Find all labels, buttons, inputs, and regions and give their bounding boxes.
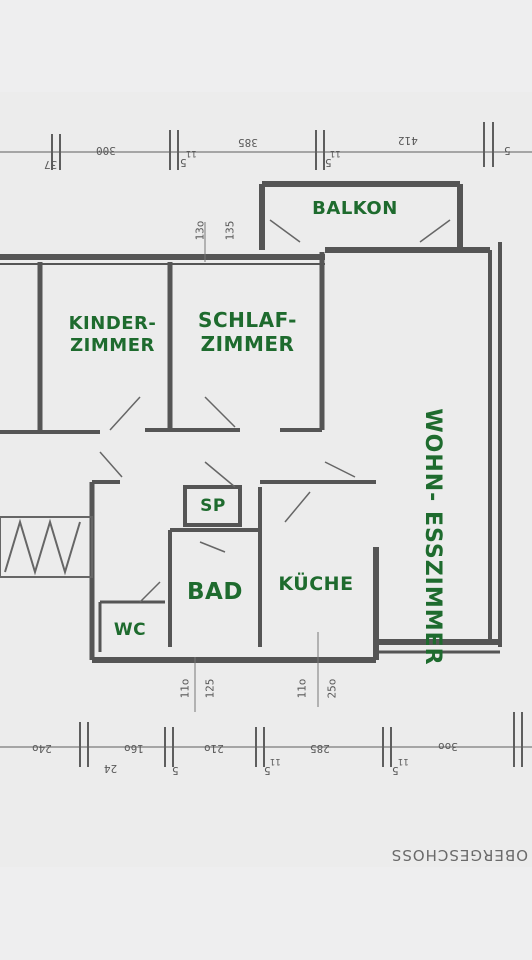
room-label-kinderzimmer: KINDER- ZIMMER: [50, 313, 175, 356]
dim-label: 385: [238, 136, 258, 149]
room-label-balkon: BALKON: [312, 198, 398, 219]
dim-label: 25o: [325, 678, 339, 699]
room-label-bad: BAD: [187, 579, 243, 605]
room-label-wohn-esszimmer: WOHN- ESSZIMMER: [420, 408, 445, 666]
kinderzimmer-line-2: ZIMMER: [70, 334, 155, 356]
dim-label: 135: [223, 220, 237, 241]
dim-label: 24o: [32, 742, 52, 755]
dim-label: 11: [186, 148, 197, 158]
top-dimension-line: [0, 122, 532, 170]
dim-label: 5: [264, 764, 271, 777]
dim-label: 5: [392, 764, 399, 777]
dim-label: 37: [44, 158, 58, 171]
dim-label: 5: [180, 156, 187, 169]
dim-label: 125: [203, 678, 217, 699]
room-label-sp: SP: [200, 496, 226, 516]
dim-label: 3oo: [438, 740, 458, 753]
floor-plan-sheet: BALKON KINDER- ZIMMER SCHLAF- ZIMMER WOH…: [0, 92, 532, 867]
dim-label: 285: [310, 742, 330, 755]
door-swings: [99, 219, 451, 603]
dim-label: 11: [330, 148, 341, 158]
schlafzimmer-line-2: ZIMMER: [200, 332, 295, 356]
room-label-wc: WC: [113, 620, 147, 640]
floor-plan-drawing: [0, 122, 532, 767]
dim-label: 13o: [193, 220, 207, 241]
dim-label: 11: [398, 756, 409, 766]
dim-label: 16o: [124, 742, 144, 755]
dim-label: 5: [325, 156, 332, 169]
bottom-dimension-line: [0, 712, 532, 767]
floor-title: OBERGESCHOSS: [390, 846, 528, 864]
schlafzimmer-line-1: SCHLAF-: [198, 308, 297, 332]
room-label-schlafzimmer: SCHLAF- ZIMMER: [180, 308, 315, 356]
dim-label: 11o: [178, 678, 192, 699]
dim-label: 21o: [204, 742, 224, 755]
walls: [0, 181, 502, 663]
kinderzimmer-line-1: KINDER-: [68, 313, 157, 334]
dim-label: 412: [398, 134, 418, 147]
dim-label: 300: [96, 144, 116, 157]
room-label-kueche: KÜCHE: [278, 573, 354, 595]
dim-label: 5: [172, 764, 179, 777]
dim-label: 24: [104, 762, 118, 775]
staircase: [0, 516, 93, 578]
dim-label: 11: [270, 756, 281, 766]
dim-label: 5: [504, 144, 511, 157]
dim-label: 11o: [295, 678, 309, 699]
